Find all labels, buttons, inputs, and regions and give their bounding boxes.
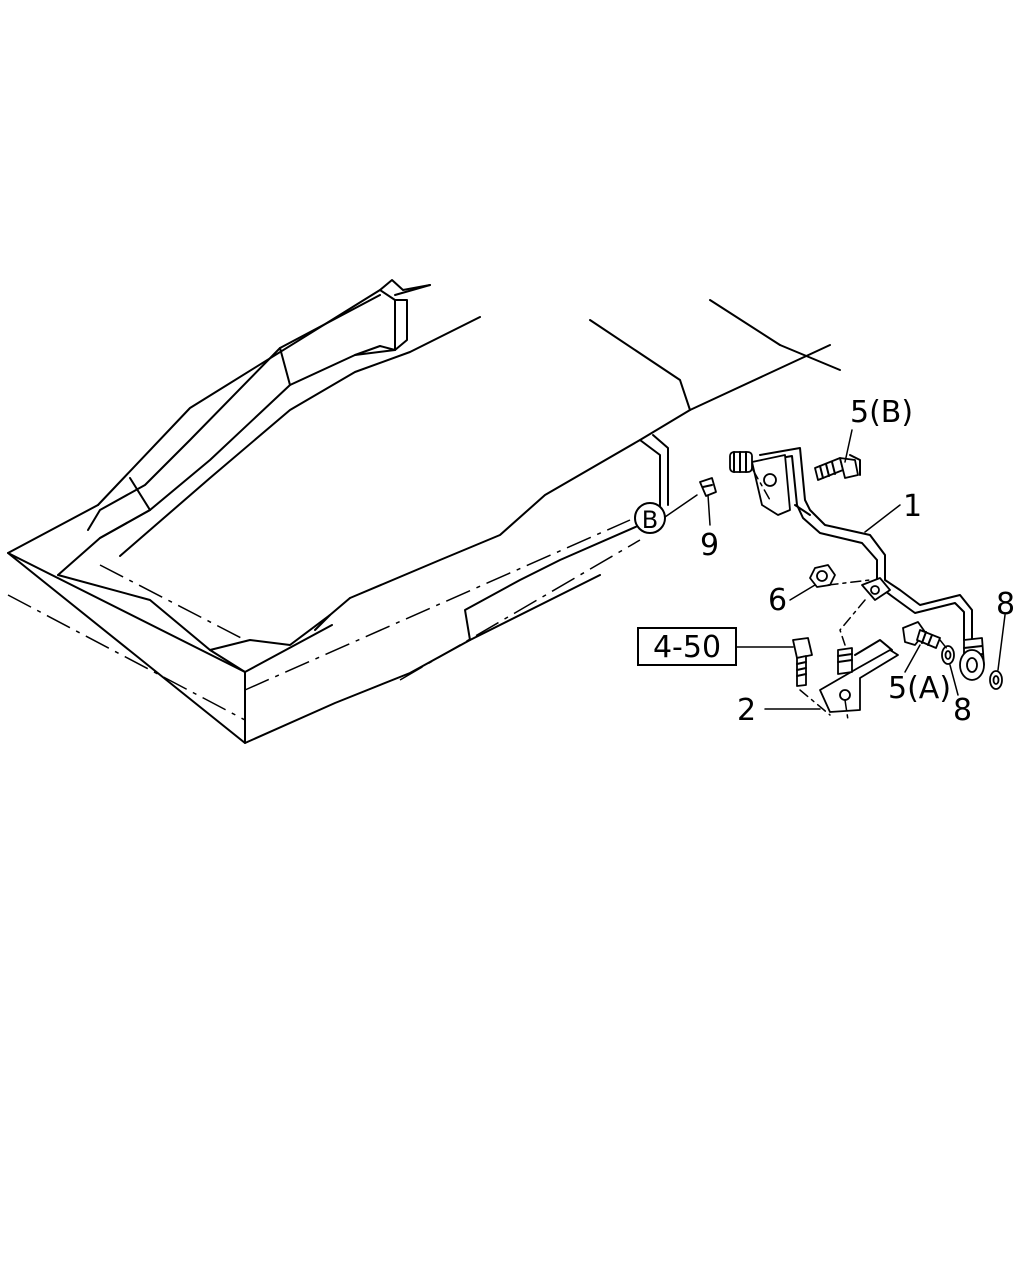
callout-nut-6: 6 [768,583,787,618]
callout-bracket-2: 2 [737,693,756,728]
pipe-fitting [861,577,891,601]
bracket-2 [819,639,899,713]
callout-pipe-1: 1 [903,489,922,524]
callout-clip-9: 9 [700,528,719,563]
upper-bracket [729,451,791,516]
callout-bolt-5b: 5(B) [850,395,913,430]
bolt-5b [814,454,861,481]
brake-pipe [751,447,973,641]
section-ref-box: 4-50 [637,627,737,666]
callout-washer-8-right: 8 [996,587,1015,622]
guide-lines [752,469,949,721]
nut-6 [809,564,836,588]
section-ref-label: 4-50 [653,630,721,665]
leader-lines [664,429,1006,710]
bolt-5a [902,621,941,649]
callout-washer-8-left: 8 [953,693,972,728]
washer-8-left [941,645,955,665]
bolt-ref [792,637,813,687]
reference-marker-label: B [642,506,658,534]
hose-end [959,637,985,681]
vehicle-frame [7,279,841,744]
reference-marker-b: B [634,502,666,534]
washer-8-right [989,670,1003,690]
clip-9 [699,477,717,497]
callout-bolt-5a: 5(A) [888,671,951,706]
